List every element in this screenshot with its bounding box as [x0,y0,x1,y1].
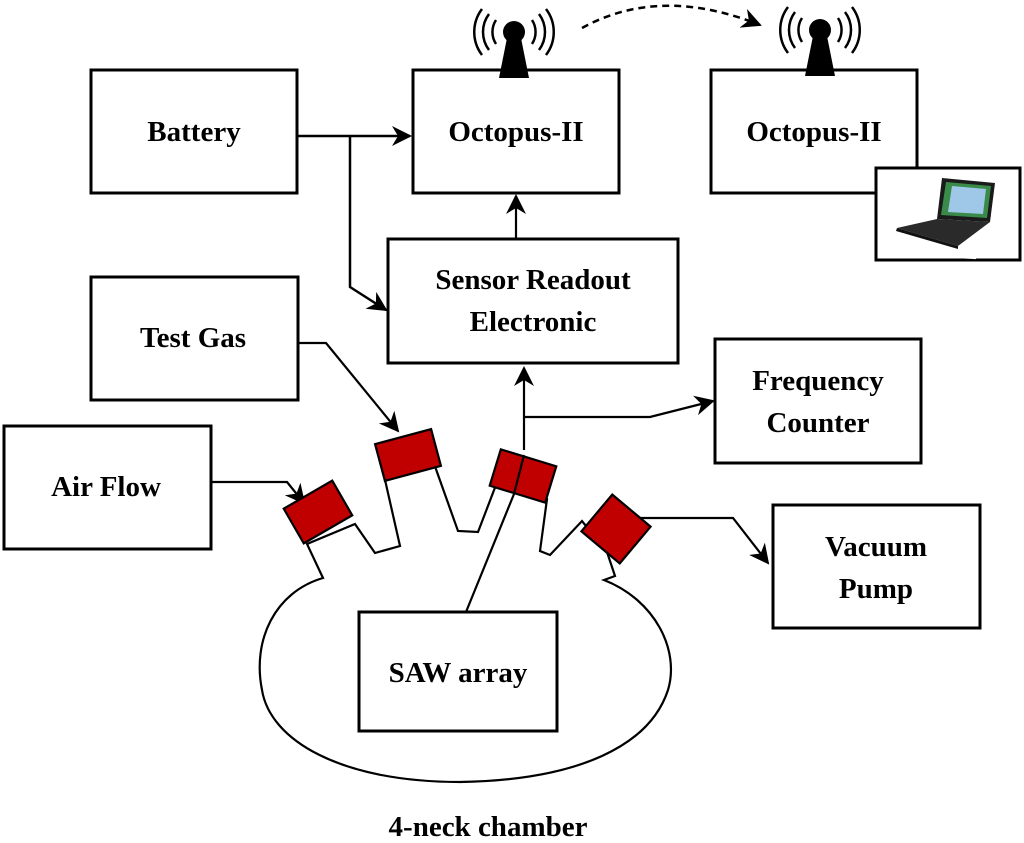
block-test-gas: Test Gas [89,275,300,402]
saw-array-label: SAW array [389,657,528,689]
block-frequency-counter: Frequency Counter [713,337,923,465]
connectors [211,4,770,565]
octopus-base-label: Octopus-II [746,116,881,148]
block-battery: Battery [89,68,299,195]
block-saw-array: SAW array [357,610,559,733]
wireless-link-arrow [581,4,762,30]
chamber-caption: 4-neck chamber [389,811,588,843]
neck-to-vacuum-arrow [628,516,770,565]
wireless-antenna-icon [473,8,555,78]
frequency-counter-label-line2: Counter [766,407,869,439]
frequency-counter-label-line1: Frequency [752,365,884,397]
block-sensor-readout: Sensor Readout Electronic [386,237,680,365]
battery-label: Battery [147,116,241,148]
testgas-to-neck-arrow [298,341,400,433]
test-gas-label: Test Gas [140,322,246,354]
sensor-readout-label-line2: Electronic [470,306,597,338]
air-flow-label: Air Flow [51,471,161,503]
block-air-flow: Air Flow [2,424,213,551]
block-octopus-node: Octopus-II [411,68,621,195]
four-neck-chamber [258,427,673,784]
wireless-antenna-icon [779,6,861,76]
neck-flange-2 [373,427,443,483]
airflow-to-neck-arrow [211,480,306,505]
laptop-icon [874,166,1022,262]
vacuum-pump-label-line1: Vacuum [825,531,927,563]
vacuum-pump-label-line2: Pump [839,573,913,605]
neck-flange-4 [579,492,653,566]
saw-to-counter-arrow [524,395,715,419]
sensor-readout-label-line1: Sensor Readout [435,264,631,296]
battery-to-readout-arrow [348,136,388,312]
block-vacuum-pump: Vacuum Pump [771,503,982,630]
neck-flange-3 [488,447,558,505]
neck-flange-1 [282,479,354,545]
saw-wire [464,454,526,613]
octopus-node-label: Octopus-II [448,116,583,148]
